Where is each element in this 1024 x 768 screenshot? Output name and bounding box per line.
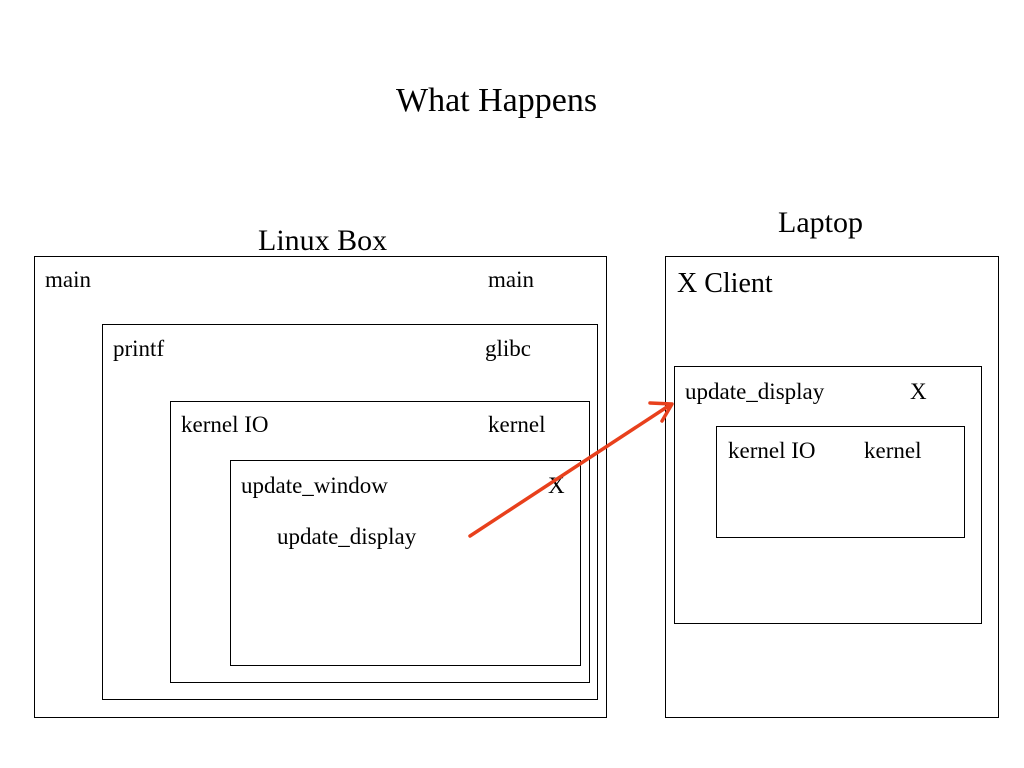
linux-glibc-left-label: printf bbox=[113, 336, 165, 361]
linux-x-left-label: update_window bbox=[241, 473, 388, 498]
laptop-x-left-label: update_display bbox=[685, 379, 825, 404]
laptop-kernel-right-label: kernel bbox=[864, 438, 922, 463]
linux-main-right-label: main bbox=[488, 267, 534, 292]
laptop-label: Laptop bbox=[778, 206, 863, 239]
linux-kernel-right-label: kernel bbox=[488, 412, 546, 437]
laptop-x-right-label: X bbox=[910, 379, 927, 404]
linux-glibc-right-label: glibc bbox=[485, 336, 531, 361]
linux-main-left-label: main bbox=[45, 267, 91, 292]
linux-kernel-box bbox=[170, 401, 590, 683]
laptop-kernel-box bbox=[716, 426, 965, 538]
laptop-client-label: X Client bbox=[677, 268, 773, 299]
arrow-shaft bbox=[468, 403, 672, 538]
linux-x-right-label: X bbox=[548, 473, 565, 498]
linux-main-box bbox=[34, 256, 607, 718]
laptop-kernel-left-label: kernel IO bbox=[728, 438, 816, 463]
linux-kernel-left-label: kernel IO bbox=[181, 412, 269, 437]
slide-title: What Happens bbox=[396, 82, 598, 119]
linux-box-label: Linux Box bbox=[258, 224, 388, 257]
linux-x-box bbox=[230, 460, 581, 666]
laptop-x-box bbox=[674, 366, 982, 624]
laptop-box bbox=[665, 256, 999, 718]
arrow-head bbox=[648, 401, 674, 423]
linux-glibc-box bbox=[102, 324, 598, 700]
linux-update-display-label: update_display bbox=[277, 524, 417, 549]
